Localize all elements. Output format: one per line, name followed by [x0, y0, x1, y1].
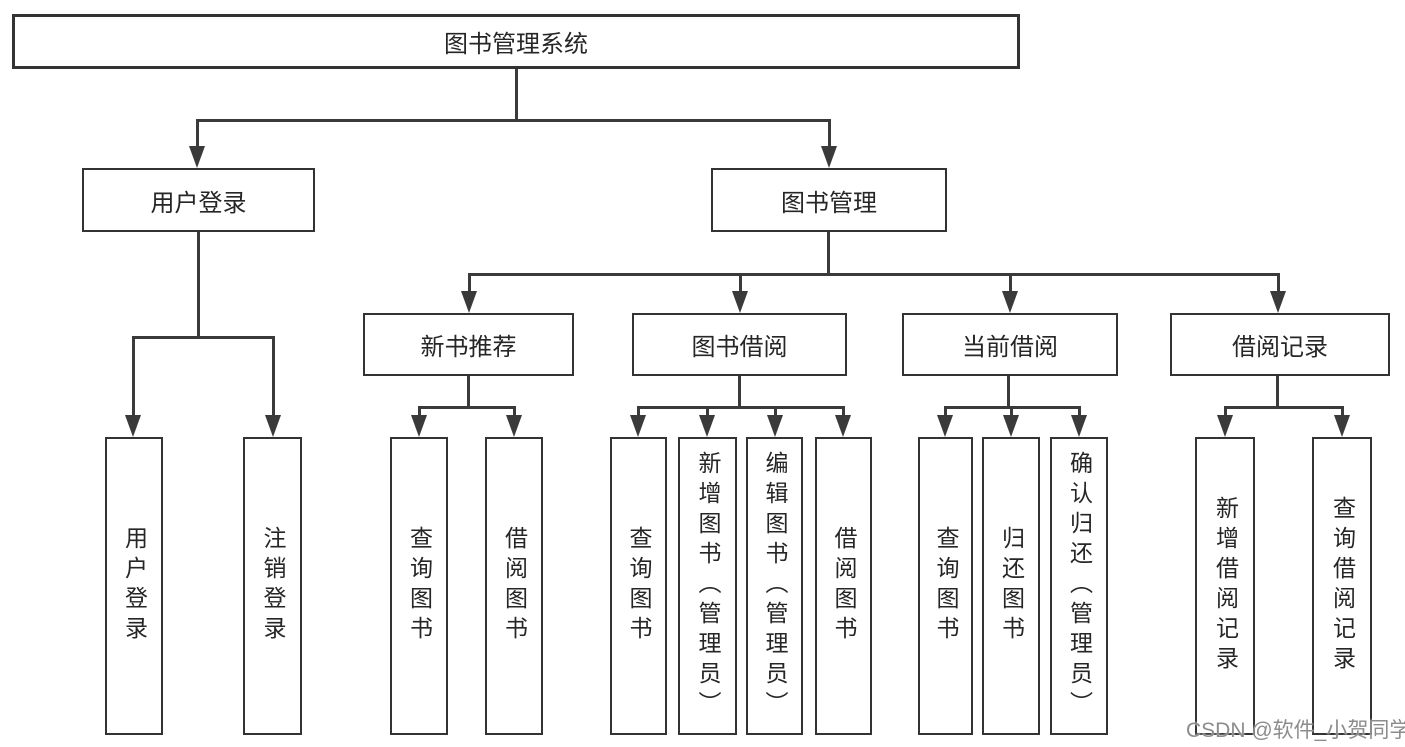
leaf-borrow-books-newbook: 借阅图书 — [485, 437, 543, 735]
arrow-book-borrow-child-2 — [699, 406, 715, 437]
connector-borrow-records-bar — [1225, 406, 1343, 409]
arrow-borrow-records-child-1 — [1217, 406, 1233, 437]
node-book-management: 图书管理 — [711, 168, 947, 232]
arrow-to-user-login — [189, 119, 205, 168]
connector-level2-bar — [197, 119, 829, 122]
leaf-query-books-borrow: 查询图书 — [610, 437, 667, 735]
leaf-query-borrow-record: 查询借阅记录 — [1312, 437, 1372, 735]
arrow-new-book-child-2 — [506, 406, 522, 437]
connector-borrow-records-trunk — [1276, 376, 1279, 409]
connector-root-trunk — [515, 69, 518, 122]
arrow-book-borrow-child-3 — [767, 406, 783, 437]
arrow-current-borrow-child-1 — [937, 406, 953, 437]
arrow-borrow-records-child-2 — [1334, 406, 1350, 437]
arrow-to-borrow-records — [1270, 273, 1286, 313]
leaf-user-login: 用户登录 — [105, 437, 163, 735]
leaf-logout: 注销登录 — [243, 437, 302, 735]
node-current-borrow: 当前借阅 — [902, 313, 1118, 376]
leaf-query-books-current: 查询图书 — [918, 437, 973, 735]
node-new-book-recommend: 新书推荐 — [363, 313, 574, 376]
leaf-confirm-return-admin: 确认归还（管理员） — [1050, 437, 1108, 735]
connector-book-mgmt-trunk — [827, 232, 830, 276]
leaf-return-books: 归还图书 — [982, 437, 1040, 735]
leaf-add-borrow-record: 新增借阅记录 — [1195, 437, 1255, 735]
leaf-query-books-newbook: 查询图书 — [390, 437, 448, 735]
connector-book-borrow-trunk — [738, 376, 741, 409]
connector-level3-bar — [469, 273, 1279, 276]
arrow-to-current-borrow — [1002, 273, 1018, 313]
arrow-to-leaf-user-login — [125, 336, 141, 437]
leaf-borrow-books: 借阅图书 — [815, 437, 872, 735]
arrow-book-borrow-child-4 — [835, 406, 851, 437]
node-user-login: 用户登录 — [82, 168, 315, 232]
node-library-system: 图书管理系统 — [12, 14, 1020, 69]
connector-new-book-bar — [419, 406, 515, 409]
arrow-current-borrow-child-2 — [1003, 406, 1019, 437]
arrow-to-leaf-logout — [265, 336, 281, 437]
arrow-new-book-child-1 — [411, 406, 427, 437]
node-borrow-records: 借阅记录 — [1170, 313, 1390, 376]
arrow-current-borrow-child-3 — [1071, 406, 1087, 437]
csdn-watermark: CSDN @软件_小贺同学 — [1186, 719, 1405, 742]
leaf-edit-books-admin: 编辑图书（管理员） — [746, 437, 803, 735]
arrow-to-new-book — [461, 273, 477, 313]
connector-current-borrow-trunk — [1007, 376, 1010, 409]
connector-user-login-bar — [133, 336, 275, 339]
node-book-borrow: 图书借阅 — [632, 313, 847, 376]
arrow-to-book-borrow — [732, 273, 748, 313]
arrow-book-borrow-child-1 — [630, 406, 646, 437]
connector-book-borrow-bar — [638, 406, 844, 409]
connector-user-login-trunk — [197, 232, 200, 339]
connector-new-book-trunk — [467, 376, 470, 409]
arrow-to-book-management — [821, 119, 837, 168]
leaf-add-books-admin: 新增图书（管理员） — [678, 437, 737, 735]
